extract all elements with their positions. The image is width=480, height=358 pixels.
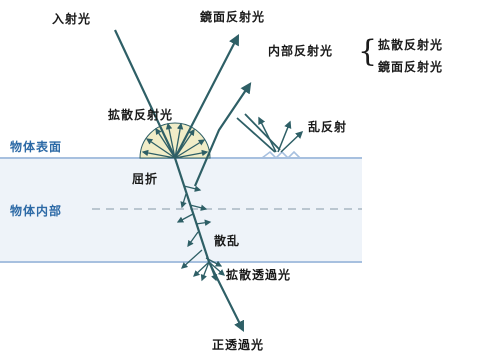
label-specular: 鏡面反射光 (200, 10, 266, 24)
transmission-fan-rays (193, 261, 225, 282)
internal-reflection-ray (193, 82, 252, 187)
main-rays (114, 29, 252, 332)
label-regular-transmission: 正透過光 (212, 338, 265, 352)
label-diffuse-transmission: 拡散透過光 (226, 268, 292, 282)
label-refraction: 屈折 (132, 172, 159, 186)
specular-ray (174, 34, 240, 159)
label-internal: 内部反射光 (268, 44, 334, 58)
scatter-rays (176, 185, 223, 269)
label-diffuse-sub: 拡散反射光 (378, 38, 444, 52)
label-interior: 物体内部 (10, 204, 63, 218)
brace: { (358, 34, 378, 69)
label-scatter-reflection: 乱反射 (308, 120, 348, 134)
label-surface: 物体表面 (10, 140, 63, 154)
incident-ray (114, 29, 176, 159)
label-diffuse-reflection: 拡散反射光 (108, 108, 174, 122)
label-scattering: 散乱 (214, 234, 241, 248)
transmitted-ray (208, 261, 244, 332)
label-incident: 入射光 (52, 12, 92, 26)
scatter-reflection (236, 113, 304, 160)
refracted-ray (173, 157, 211, 263)
label-specular-sub: 鏡面反射光 (378, 60, 444, 74)
